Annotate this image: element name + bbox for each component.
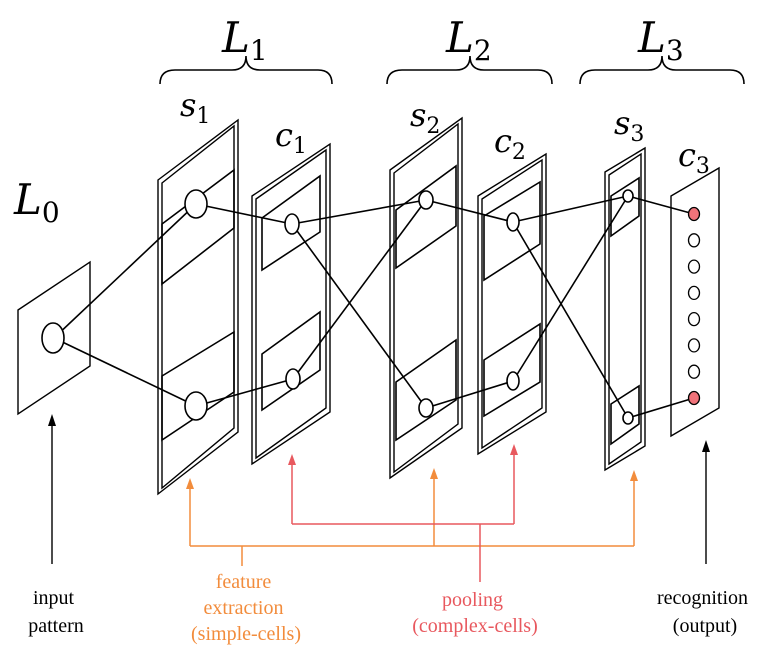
- plane-s1: [157, 118, 239, 496]
- output-unit: [687, 338, 701, 353]
- s3-node-top: [622, 189, 634, 203]
- caption-recognition: recognition (output): [657, 587, 753, 637]
- c2-node-bottom: [506, 371, 520, 391]
- caption-input: input pattern: [28, 587, 84, 637]
- plane-c3: [670, 166, 720, 438]
- output-unit: [687, 285, 701, 301]
- pooling-bracket: [288, 444, 518, 582]
- caption-feature-extraction: feature extraction (simple-cells): [191, 571, 301, 645]
- layer-label-l0: L0: [13, 175, 60, 229]
- s3-node-bottom: [622, 411, 634, 425]
- plane-c1: [251, 142, 331, 466]
- c1-node-top: [284, 213, 300, 235]
- s1-node-bottom: [184, 391, 208, 421]
- s1-node-top: [184, 189, 208, 219]
- plane-s2: [389, 116, 463, 480]
- output-unit: [687, 364, 701, 379]
- feature-extraction-bracket: [186, 468, 638, 566]
- plane-label-s3: s3: [614, 104, 644, 147]
- plane-label-c2: c2: [494, 122, 526, 165]
- output-units: [687, 206, 701, 406]
- c1-node-bottom: [285, 368, 301, 390]
- connections: [53, 195, 695, 419]
- layer-label-l2: L2: [445, 13, 492, 67]
- s2-node-bottom: [418, 398, 434, 418]
- nodes: [41, 189, 634, 425]
- caption-pooling: pooling (complex-cells): [412, 589, 538, 637]
- layer-label-l1: L1: [221, 13, 268, 67]
- brace-l3: [579, 55, 745, 85]
- plane-label-s1: s1: [180, 86, 210, 129]
- plane-label-s2: s2: [410, 96, 440, 139]
- plane-s3: [604, 146, 646, 472]
- layer-label-l3: L3: [637, 13, 684, 67]
- input-arrow: [48, 414, 56, 564]
- plane-label-c1: c1: [275, 116, 307, 159]
- brace-l2: [386, 55, 553, 85]
- c2-node-top: [506, 212, 520, 232]
- output-unit: [687, 311, 701, 327]
- recognition-arrow: [702, 440, 710, 564]
- output-unit: [687, 233, 701, 248]
- plane-label-c3: c3: [678, 136, 710, 179]
- output-unit-active: [687, 206, 701, 222]
- brace-l1: [159, 55, 333, 85]
- plane-c2: [477, 152, 547, 456]
- output-unit: [687, 259, 701, 274]
- s2-node-top: [418, 190, 434, 210]
- output-unit-active: [687, 390, 701, 406]
- input-node: [41, 322, 65, 354]
